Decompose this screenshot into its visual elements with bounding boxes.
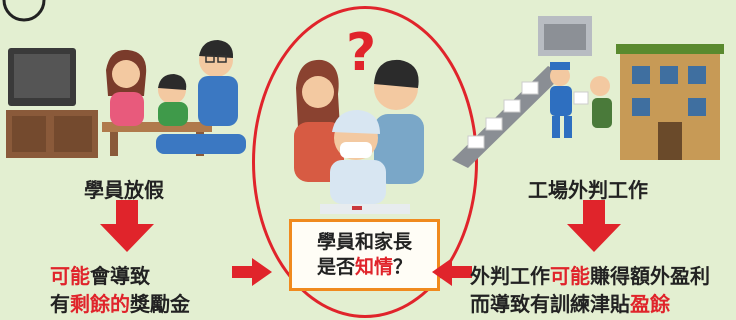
svg-text:?: ? bbox=[346, 23, 376, 83]
center-highlight-ellipse bbox=[252, 6, 478, 318]
left-down-arrow-icon bbox=[100, 200, 154, 252]
family-holiday-illustration bbox=[6, 40, 246, 158]
factory-outsourcing-illustration bbox=[452, 16, 724, 168]
left-scene-label: 學員放假 bbox=[84, 178, 164, 202]
right-scene-label: 工場外判工作 bbox=[528, 178, 648, 202]
question-box: 學員和家長 是否知情？ bbox=[289, 219, 440, 291]
step-number-badge bbox=[2, 0, 46, 22]
left-right-arrow-icon bbox=[232, 258, 272, 286]
left-consequence-text: 可能會導致 有剩餘的獎勵金 bbox=[50, 264, 190, 316]
right-left-arrow-icon bbox=[432, 258, 472, 286]
right-down-arrow-icon bbox=[567, 200, 621, 252]
right-consequence-text: 外判工作可能賺得額外盈利 而導致有訓練津貼盈餘 bbox=[470, 264, 710, 316]
worker-and-parents-illustration: ? bbox=[294, 23, 424, 214]
